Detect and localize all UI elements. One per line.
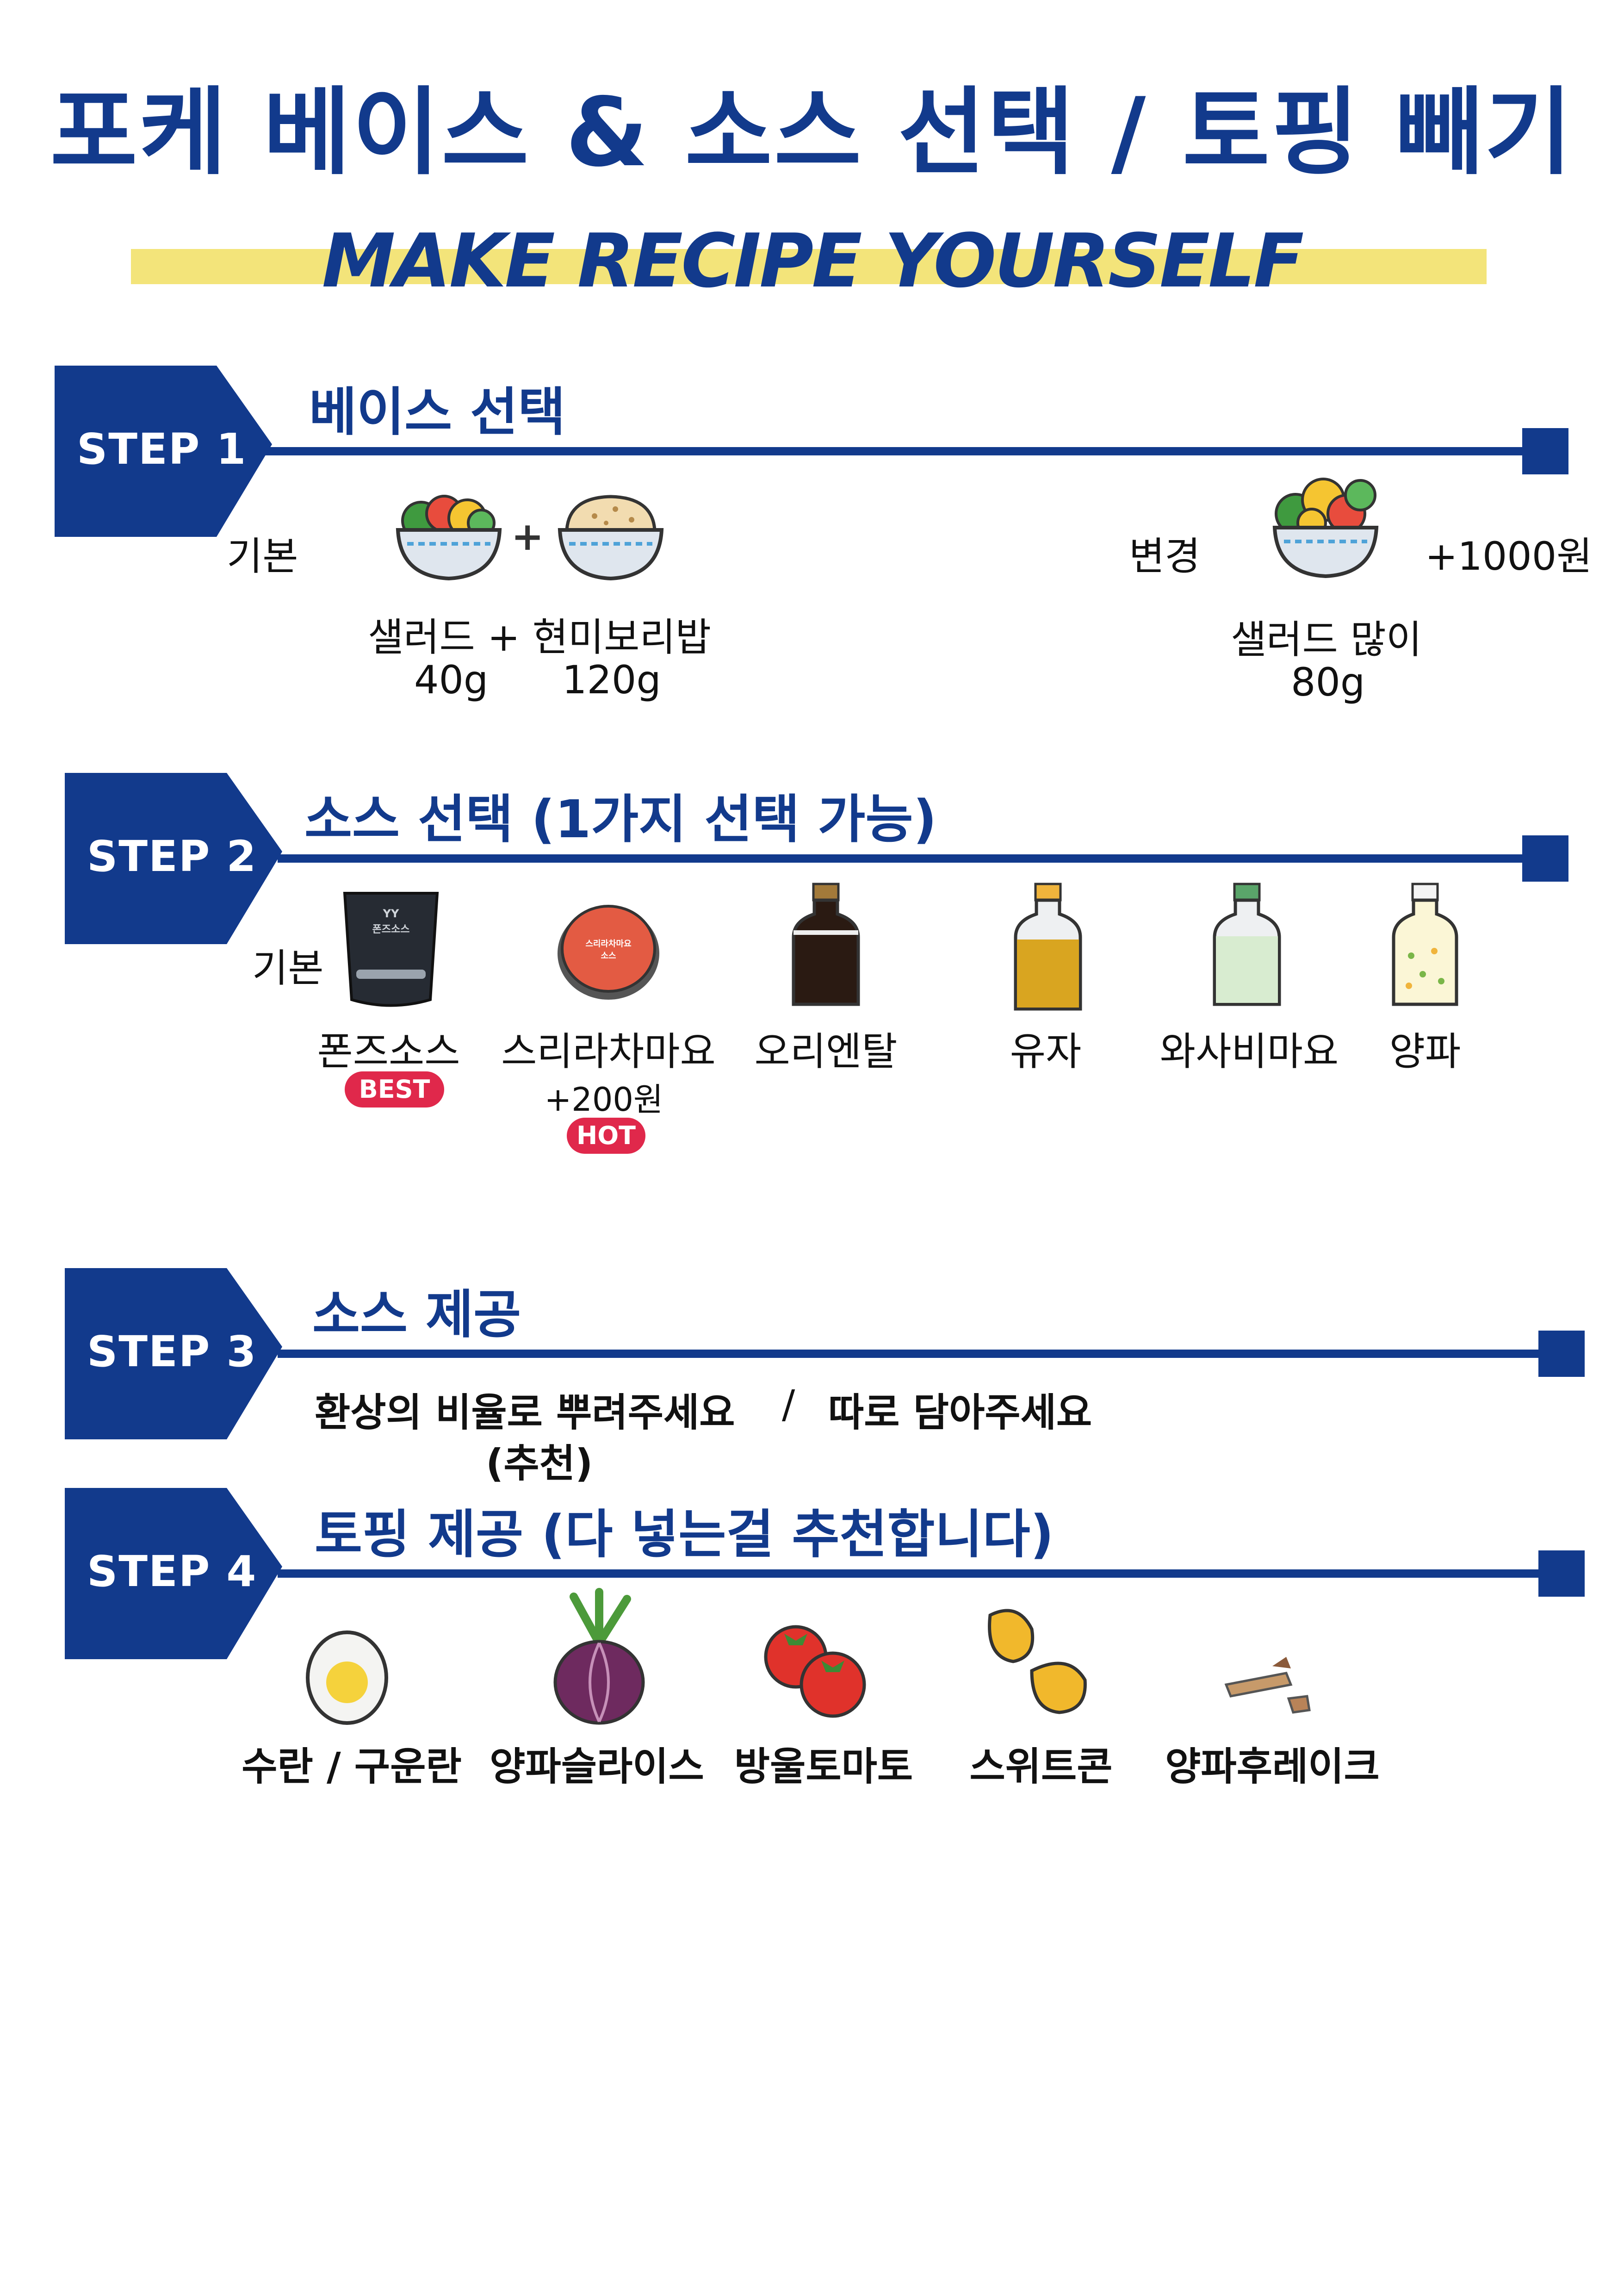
subtitle-highlight (131, 249, 1487, 284)
sauce-cup-text-1: 스리라차마요 (585, 939, 632, 949)
sauce-default-label: 기본 (252, 946, 324, 991)
sauce-price-sriracha: +200원 (544, 1081, 663, 1119)
step-3-line-end (1538, 1331, 1585, 1377)
sauce-option-separator: / (782, 1381, 795, 1427)
sauce-name-oriental: 오리엔탈 (754, 1029, 898, 1074)
sauce-pack-text-2: 폰즈소스 (372, 924, 410, 935)
step-2-line (278, 854, 1545, 863)
sauce-cup-icon: 스리라차마요 소스 (553, 900, 664, 1004)
base-default-label: 기본 (227, 534, 298, 579)
base-change-label: 변경 (1129, 534, 1201, 579)
sauce-name-sriracha: 스리라차마요 (501, 1029, 716, 1074)
base-default-items: 샐러드 + 현미보리밥 (368, 615, 712, 660)
base-change-weight: 80g (1291, 660, 1365, 705)
page-title: 포케 베이스 & 소스 선택 / 토핑 빼기 (50, 78, 1574, 188)
hot-badge: HOT (567, 1118, 645, 1154)
sauce-name-yuzu: 유자 (1010, 1029, 1082, 1074)
page-subtitle: MAKE RECIPE YOURSELF (322, 218, 1304, 304)
step-4-line (278, 1569, 1555, 1578)
step-1-title: 베이스 선택 (309, 382, 566, 442)
topping-onion-flake: 양파후레이크 (1165, 1744, 1380, 1789)
topping-cherry-tomato: 방울토마토 (734, 1744, 913, 1789)
base-change-price: +1000원 (1425, 534, 1593, 579)
step-1-line (264, 447, 1541, 455)
step-2-line-end (1522, 835, 1568, 882)
step-4-label: STEP 4 (87, 1546, 257, 1596)
sauce-name-ponzu: 폰즈소스 (317, 1029, 460, 1074)
step-3-line (278, 1350, 1555, 1358)
bottle-icon (1388, 882, 1462, 1013)
step-4-badge: STEP 4 (65, 1488, 282, 1659)
bottle-icon (1208, 882, 1286, 1013)
sauce-option-drizzle: 환상의 비율로 뿌려주세요 (315, 1390, 735, 1435)
recommend-label: (추천) (486, 1441, 593, 1486)
sauce-name-wasabi-mayo: 와사비마요 (1159, 1029, 1339, 1074)
sauce-cup-text-2: 소스 (601, 951, 616, 961)
corn-icon (976, 1601, 1097, 1724)
step-1-label: STEP 1 (77, 424, 247, 474)
onion-flake-icon (1217, 1652, 1319, 1724)
salad-weight: 40g (414, 657, 489, 703)
tomato-icon (759, 1620, 874, 1724)
step-3-badge: STEP 3 (65, 1268, 282, 1439)
sauce-pack-text-1: YY (383, 907, 399, 920)
step-4-line-end (1538, 1550, 1585, 1597)
sauce-name-onion: 양파 (1389, 1029, 1461, 1074)
topping-egg: 수란 / 구운란 (242, 1744, 462, 1789)
step-2-title: 소스 선택 (1가지 선택 가능) (304, 790, 937, 850)
step-1-line-end (1522, 428, 1568, 474)
onion-icon (546, 1587, 652, 1728)
salad-bowl-icon (1263, 463, 1388, 585)
step-2-label: STEP 2 (87, 831, 257, 881)
plus-icon: + (511, 514, 544, 559)
egg-icon (303, 1629, 391, 1728)
sauce-option-separate: 따로 담아주세요 (828, 1390, 1092, 1435)
base-change-item: 샐러드 많이 (1231, 617, 1422, 662)
step-3-label: STEP 3 (87, 1326, 257, 1376)
best-badge: BEST (345, 1071, 444, 1108)
bottle-icon (787, 882, 865, 1013)
step-1-badge: STEP 1 (55, 366, 272, 537)
bottle-icon (1009, 882, 1087, 1018)
topping-onion-slice: 양파슬라이스 (490, 1744, 704, 1789)
step-3-title: 소스 제공 (312, 1285, 521, 1345)
topping-sweet-corn: 스위트콘 (969, 1744, 1113, 1789)
step-2-badge: STEP 2 (65, 773, 282, 944)
salad-bowl-icon (389, 479, 509, 587)
rice-bowl-icon (551, 479, 671, 587)
sauce-pack-icon: YY 폰즈소스 (338, 889, 444, 1015)
rice-weight: 120g (562, 657, 661, 703)
step-4-title: 토핑 제공 (다 넣는걸 추천합니다) (315, 1505, 1054, 1565)
